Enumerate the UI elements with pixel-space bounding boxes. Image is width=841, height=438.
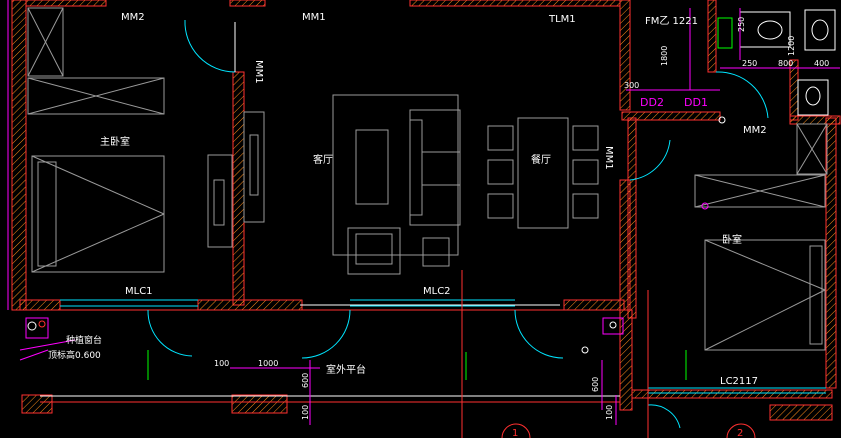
door-mlc1-left bbox=[147, 309, 193, 357]
wall-right-exterior bbox=[825, 117, 837, 389]
closet-master bbox=[27, 77, 165, 115]
door-terrace-left bbox=[301, 309, 351, 359]
windows bbox=[12, 299, 826, 403]
label-mm1-vertical-left: MM1 bbox=[253, 60, 264, 84]
axis-bubble-1 bbox=[501, 423, 531, 438]
living-rug bbox=[332, 94, 459, 256]
closet-bedroom bbox=[694, 174, 826, 208]
dimension-lines bbox=[19, 8, 840, 425]
wall-bottom-3 bbox=[563, 299, 625, 311]
door-bedroom-swing bbox=[715, 71, 769, 119]
dim-600b: 600 bbox=[591, 377, 600, 392]
door-right-bottom bbox=[647, 404, 681, 429]
dim-1800: 1800 bbox=[660, 46, 669, 66]
dim-100c: 100 bbox=[605, 405, 614, 420]
dim-600: 600 bbox=[301, 373, 310, 388]
wall-bath-bottom bbox=[621, 111, 721, 121]
wall-bottom-1 bbox=[19, 299, 61, 311]
wall-top-left bbox=[25, 0, 107, 7]
label-dd1: DD1 bbox=[684, 96, 708, 109]
axis-lines bbox=[461, 270, 756, 438]
label-mm1-top: MM1 bbox=[302, 12, 326, 23]
dim-300: 300 bbox=[624, 81, 639, 90]
wall-left-exterior bbox=[11, 0, 27, 311]
sofa bbox=[409, 109, 461, 226]
label-mlc1: MLC1 bbox=[125, 286, 153, 297]
dim-1200: 1200 bbox=[787, 36, 796, 56]
label-planter: 种植窗台 bbox=[66, 334, 102, 346]
door-mm1-swing bbox=[184, 19, 236, 73]
axis-bubble-2 bbox=[726, 423, 756, 438]
wall-terrace-right bbox=[619, 309, 633, 411]
wall-bedroom-left bbox=[627, 117, 637, 319]
wardrobe-top-left bbox=[27, 7, 64, 77]
label-terrace: 室外平台 bbox=[326, 363, 366, 376]
dim-250: 250 bbox=[737, 17, 746, 32]
armchair bbox=[347, 227, 401, 275]
wall-bath-left bbox=[707, 0, 717, 73]
door-living-right-swing bbox=[629, 139, 671, 181]
green-markers bbox=[147, 350, 687, 380]
dim-100: 100 bbox=[214, 359, 229, 368]
wall-master-living bbox=[232, 71, 245, 306]
dim-100b: 100 bbox=[301, 405, 310, 420]
coffee-table bbox=[355, 129, 389, 205]
label-mlc2: MLC2 bbox=[423, 286, 451, 297]
wall-bath-mid bbox=[789, 59, 799, 121]
furniture bbox=[27, 7, 828, 351]
dim-800: 800 bbox=[778, 59, 793, 68]
wall-bottom-2 bbox=[197, 299, 303, 311]
bed-master bbox=[31, 155, 165, 273]
dining-table bbox=[517, 117, 569, 229]
parapet-left bbox=[21, 394, 53, 414]
label-mm2-right: MM2 bbox=[743, 125, 767, 136]
parapet-right bbox=[769, 404, 833, 421]
label-mm2-top: MM2 bbox=[121, 12, 145, 23]
door-terrace-right bbox=[514, 309, 564, 359]
wall-living-right bbox=[619, 0, 631, 111]
wall-bottom-right bbox=[631, 389, 833, 399]
label-tlm1: TLM1 bbox=[548, 14, 576, 25]
bed-bedroom bbox=[704, 239, 826, 351]
label-bedroom: 卧室 bbox=[722, 233, 742, 246]
dim-400: 400 bbox=[814, 59, 829, 68]
label-dd2: DD2 bbox=[640, 96, 664, 109]
labels: MM2 MM1 MM1 TLM1 FM乙 1221 主卧室 客厅 餐厅 MM1 … bbox=[48, 12, 767, 438]
label-living-room: 客厅 bbox=[313, 153, 333, 166]
doors bbox=[147, 19, 769, 429]
wall-top-mid bbox=[229, 0, 266, 7]
label-axis-2: 2 bbox=[737, 428, 743, 438]
label-top-elevation: 顶标高0.600 bbox=[48, 349, 101, 361]
tv-cabinet bbox=[243, 111, 265, 223]
walls bbox=[7, 0, 841, 421]
dim-250b: 250 bbox=[742, 59, 757, 68]
label-dining-room: 餐厅 bbox=[531, 153, 551, 166]
dim-1000: 1000 bbox=[258, 359, 278, 368]
label-mm1-vertical-right: MM1 bbox=[603, 146, 614, 170]
label-master-bedroom: 主卧室 bbox=[100, 135, 130, 148]
label-axis-1: 1 bbox=[512, 428, 518, 438]
parapet-mid bbox=[231, 394, 288, 414]
dimension-text: 250 1200 1800 300 250 800 400 100 1000 6… bbox=[214, 17, 829, 420]
label-fm-yi: FM乙 1221 bbox=[645, 15, 698, 27]
side-table bbox=[422, 237, 450, 267]
label-lc2117: LC2117 bbox=[720, 376, 758, 387]
wall-top-right bbox=[409, 0, 621, 7]
tags-magenta: DD2 DD1 bbox=[640, 96, 708, 109]
